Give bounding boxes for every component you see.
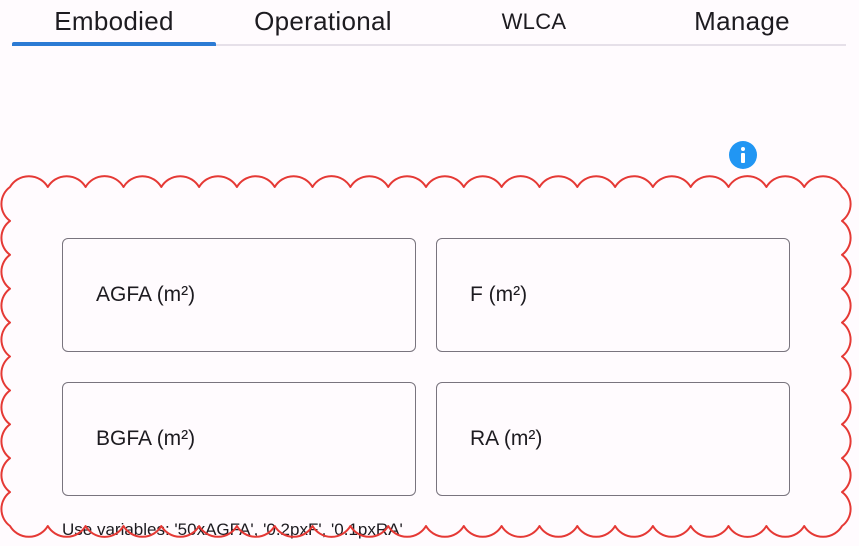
bgfa-field[interactable]: BGFA (m²) (62, 382, 416, 496)
tab-operational[interactable]: Operational (216, 0, 430, 44)
tab-label: Embodied (54, 6, 174, 36)
tab-label: Operational (254, 6, 392, 36)
active-tab-indicator (12, 42, 216, 46)
info-icon[interactable] (729, 141, 757, 169)
ra-field-label: RA (m²) (470, 427, 543, 450)
f-field[interactable]: F (m²) (436, 238, 790, 352)
info-icon-dot (741, 147, 745, 151)
agfa-field[interactable]: AGFA (m²) (62, 238, 416, 352)
agfa-field-label: AGFA (m²) (96, 283, 196, 306)
tab-label: Manage (694, 6, 790, 36)
tab-label: WLCA (501, 9, 567, 34)
tab-manage[interactable]: Manage (638, 0, 846, 44)
tab-embodied[interactable]: Embodied (12, 0, 216, 46)
f-field-label: F (m²) (470, 283, 528, 306)
helper-text: Use variables: '50xAGFA', '0.2pxF', '0.1… (62, 520, 403, 539)
ra-field[interactable]: RA (m²) (436, 382, 790, 496)
bgfa-field-label: BGFA (m²) (96, 427, 196, 450)
info-icon-bar (741, 153, 745, 163)
tab-bar: Embodied Operational WLCA Manage (12, 0, 846, 46)
tab-wlca[interactable]: WLCA (430, 0, 638, 44)
